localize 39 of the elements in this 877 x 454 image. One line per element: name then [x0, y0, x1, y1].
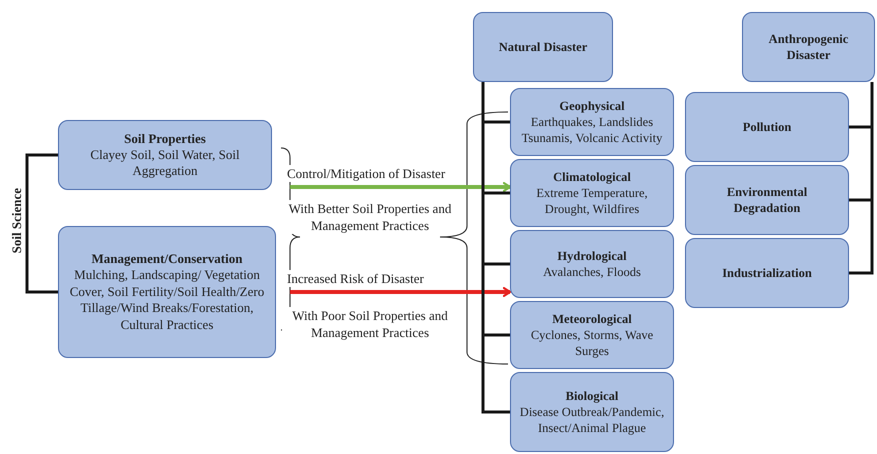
box-description: Cyclones, Storms, Wave Surges	[530, 326, 654, 360]
arrow	[290, 181, 512, 193]
arrow	[290, 286, 512, 298]
category-box	[58, 120, 272, 190]
category-box	[510, 159, 674, 227]
group-label: Soil Science	[9, 188, 25, 254]
box-description: Avalanches, Floods	[543, 264, 641, 280]
category-box	[685, 165, 849, 235]
box-heading: Anthropogenic Disaster	[768, 31, 850, 63]
category-box	[473, 12, 613, 82]
category-box	[510, 301, 674, 369]
box-description: Disease Outbreak/Pandemic, Insect/Animal Plague	[518, 404, 666, 436]
connector-line	[26, 221, 58, 294]
category-box	[510, 230, 674, 298]
edge-label: Control/Mitigation of Disaster	[287, 165, 446, 182]
box-heading: Soil Properties	[124, 130, 206, 146]
category-box	[685, 92, 849, 162]
box-heading: Management/Conservation	[92, 251, 242, 267]
category-box	[685, 238, 849, 308]
box-heading: Climatological	[553, 168, 631, 184]
box-heading: Geophysical	[559, 98, 625, 114]
category-box	[510, 88, 674, 156]
box-heading: Natural Disaster	[498, 39, 588, 55]
category-box	[510, 372, 674, 452]
edge-label: Increased Risk of Disaster	[287, 270, 424, 287]
box-heading: Meteorological	[552, 310, 632, 326]
category-box	[742, 12, 875, 82]
connector-line	[26, 154, 58, 221]
box-description: Clayey Soil, Soil Water, Soil Aggregation	[89, 146, 241, 180]
box-description: Earthquakes, Landslides Tsunamis, Volcanic Activity	[520, 114, 664, 146]
category-box	[58, 226, 276, 358]
box-heading: Biological	[566, 388, 618, 404]
box-description: Extreme Temperature, Drought, Wildfires	[535, 184, 649, 218]
box-heading: Industrialization	[722, 265, 812, 281]
box-description: Mulching, Landscaping/ Vegetation Cover, Soil Fertility/Soil Health/Zero Tillage/Wind Breaks/Forestation, Cultural Practices	[68, 267, 266, 333]
box-heading: Environmental Degradation	[726, 184, 808, 216]
connector-line	[482, 82, 510, 414]
box-heading: Pollution	[742, 119, 792, 135]
box-heading: Hydrological	[557, 248, 627, 264]
